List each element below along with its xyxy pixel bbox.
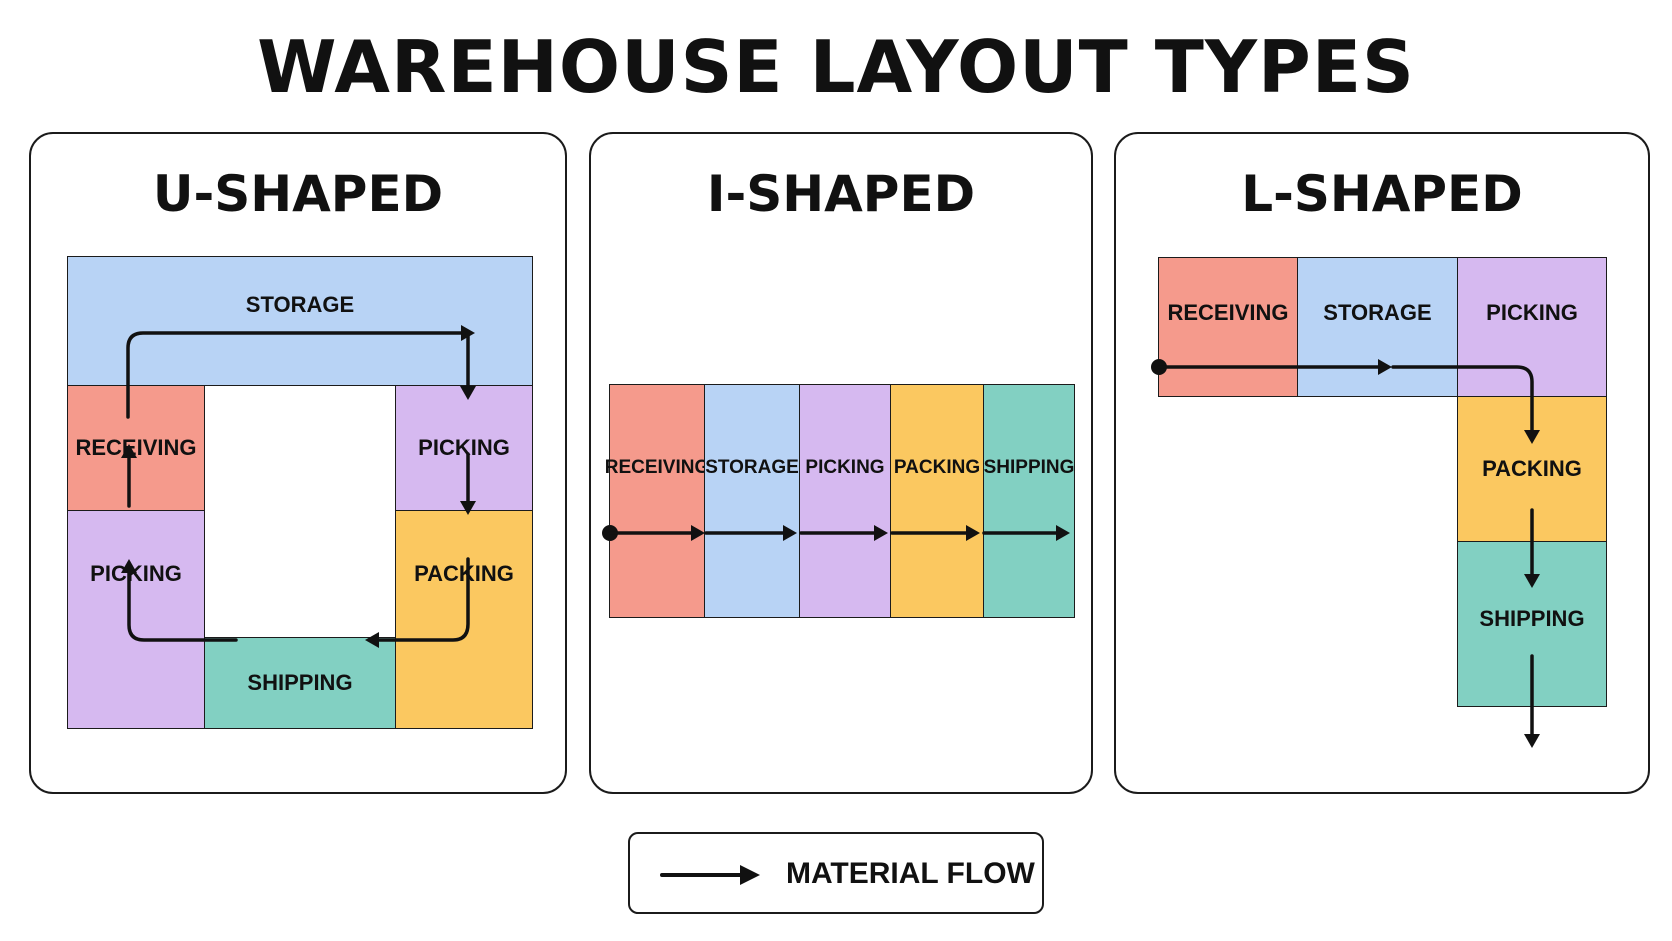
i-zone-storage-label: STORAGE xyxy=(705,457,799,478)
u-zone-packing: PACKING xyxy=(395,510,533,729)
l-zone-storage-label: STORAGE xyxy=(1323,300,1432,325)
l-zone-receiving: RECEIVING xyxy=(1158,257,1298,397)
i-zone-shipping-label: SHIPPING xyxy=(983,457,1075,478)
i-zone-storage: STORAGE xyxy=(704,384,800,618)
legend: MATERIAL FLOW xyxy=(628,832,1044,914)
l-zone-picking-label: PICKING xyxy=(1486,300,1578,325)
u-zone-shipping: SHIPPING xyxy=(204,637,396,729)
u-shaped-title: U-SHAPED xyxy=(152,165,444,223)
l-zone-shipping: SHIPPING xyxy=(1457,541,1607,707)
legend-label: MATERIAL FLOW xyxy=(786,857,1035,890)
l-shaped-title: L-SHAPED xyxy=(1241,165,1523,223)
l-zone-receiving-label: RECEIVING xyxy=(1167,300,1289,325)
u-zone-receiving-label: RECEIVING xyxy=(75,435,197,460)
page-title: WAREHOUSE LAYOUT TYPES xyxy=(257,25,1415,109)
l-zone-packing-label: PACKING xyxy=(1482,456,1582,481)
u-zone-picking-right: PICKING xyxy=(395,385,533,511)
u-zone-picking-left: PICKING xyxy=(67,510,205,729)
i-zone-picking-label: PICKING xyxy=(805,457,885,478)
l-zone-shipping-label: SHIPPING xyxy=(1479,606,1585,631)
u-zone-receiving: RECEIVING xyxy=(67,385,205,511)
u-zone-storage: STORAGE xyxy=(67,256,533,386)
arrow-right-icon xyxy=(660,865,760,885)
u-zone-storage-label: STORAGE xyxy=(245,292,355,317)
i-zone-receiving: RECEIVING xyxy=(605,384,709,618)
u-shaped-panel: U-SHAPED STORAGE RECEIVING PICKING PICKI… xyxy=(29,132,567,794)
i-zone-packing-label: PACKING xyxy=(893,457,981,478)
l-zone-storage: STORAGE xyxy=(1297,257,1458,397)
i-zone-packing: PACKING xyxy=(890,384,984,618)
i-shaped-panel: I-SHAPED RECEIVING STORAGE PICKING PACKI… xyxy=(589,132,1093,794)
u-zone-picking-left-label: PICKING xyxy=(90,561,182,586)
u-zone-shipping-label: SHIPPING xyxy=(247,670,353,695)
u-zone-picking-right-label: PICKING xyxy=(418,435,510,460)
i-zone-picking: PICKING xyxy=(799,384,891,618)
u-zone-packing-label: PACKING xyxy=(414,561,514,586)
i-shaped-title: I-SHAPED xyxy=(706,165,976,223)
l-shaped-panel: L-SHAPED RECEIVING STORAGE PICKING PACKI… xyxy=(1114,132,1650,794)
l-zone-packing: PACKING xyxy=(1457,396,1607,542)
i-zone-shipping: SHIPPING xyxy=(983,384,1075,618)
l-arrowhead-4 xyxy=(1524,734,1540,748)
l-zone-picking: PICKING xyxy=(1457,257,1607,397)
i-zone-receiving-label: RECEIVING xyxy=(604,457,710,478)
